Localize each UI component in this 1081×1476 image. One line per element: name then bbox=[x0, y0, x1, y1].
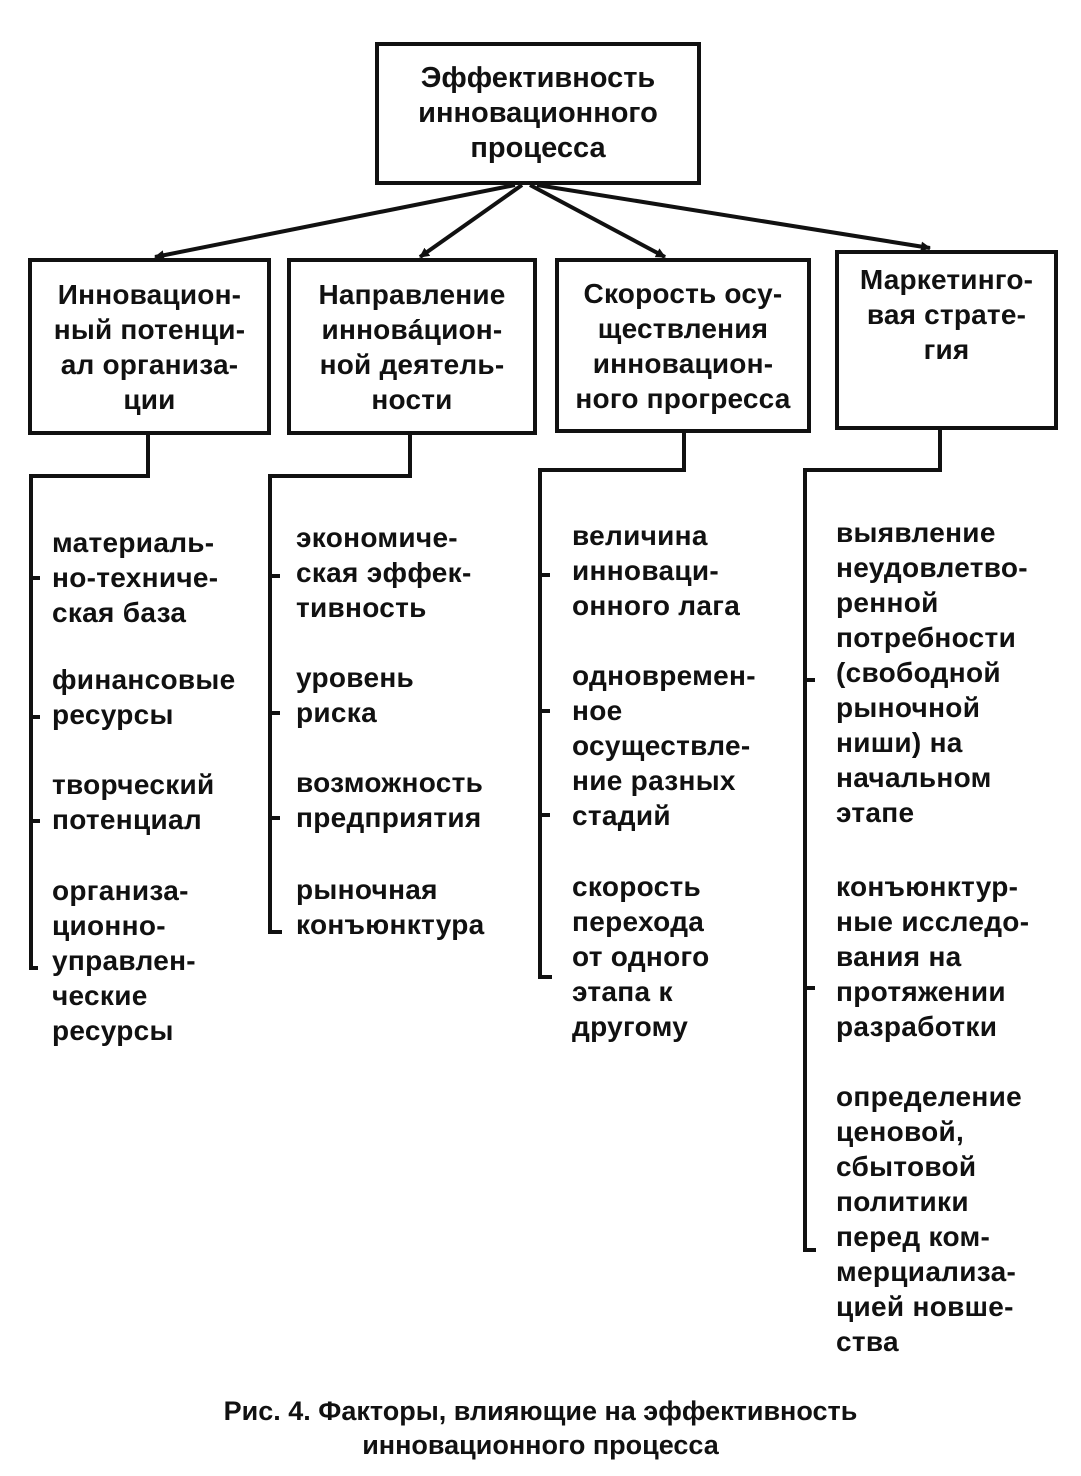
factor-label-2: Направление инновáцион- ной деятель- нос… bbox=[318, 278, 506, 415]
factor-4-item-3: определение ценовой, сбытовой политики п… bbox=[836, 1081, 1023, 1357]
root-box: Эффективность инновационного процесса bbox=[375, 42, 701, 185]
bracket-factor-3 bbox=[538, 431, 686, 979]
factor-box-3: Скорость осу- ществления инновацион- ног… bbox=[555, 258, 811, 433]
factor-3-item-1: величина инноваци- онного лага bbox=[572, 520, 741, 621]
factor-1-item-2: финансовые ресурсы bbox=[52, 664, 236, 730]
factor-3-item-3: скорость перехода от одного этапа к друг… bbox=[572, 871, 710, 1042]
arrow-to-factor-1 bbox=[154, 183, 516, 261]
factor-1-item-3: творческий потенциал bbox=[52, 769, 215, 835]
root-label: Эффективность инновационного процесса bbox=[418, 62, 658, 164]
bracket-factor-2 bbox=[268, 433, 412, 934]
factor-2-item-1: экономиче- ская эффек- тивность bbox=[296, 522, 472, 623]
factor-4-item-2: конъюнктур- ные исследо- вания на протяж… bbox=[836, 871, 1030, 1042]
arrow-to-factor-3 bbox=[529, 183, 666, 259]
arrow-to-factor-4 bbox=[536, 183, 931, 252]
factor-box-2: Направление инновáцион- ной деятель- нос… bbox=[287, 258, 537, 435]
factor-2-item-2: уровень риска bbox=[296, 662, 415, 728]
factor-1-item-1: материаль- но-техниче- ская база bbox=[52, 527, 219, 628]
arrow-to-factor-2 bbox=[418, 183, 524, 259]
bracket-factor-4 bbox=[803, 430, 942, 1252]
factor-label-3: Скорость осу- ществления инновацион- ног… bbox=[575, 277, 791, 414]
factor-1-item-4: организа- ционно- управлен- ческие ресур… bbox=[52, 875, 196, 1046]
factor-label-1: Инновацион- ный потенци- ал организа- ци… bbox=[53, 278, 246, 415]
factor-4-item-1: выявление неудовлетво- ренной потребност… bbox=[836, 517, 1028, 828]
factor-2-item-4: рыночная конъюнктура bbox=[296, 874, 485, 940]
factor-3-item-2: одновремен- ное осуществле- ние разных с… bbox=[572, 660, 756, 831]
figure-caption: Рис. 4. Факторы, влияющие на эффективнос… bbox=[223, 1396, 858, 1460]
factor-2-item-3: возможность предприятия bbox=[296, 767, 484, 833]
factor-label-4: Маркетинго- вая страте- гия bbox=[859, 264, 1034, 365]
factor-box-4: Маркетинго- вая страте- гия bbox=[835, 250, 1058, 430]
bracket-factor-1 bbox=[29, 433, 150, 970]
factor-box-1: Инновацион- ный потенци- ал организа- ци… bbox=[28, 258, 271, 435]
